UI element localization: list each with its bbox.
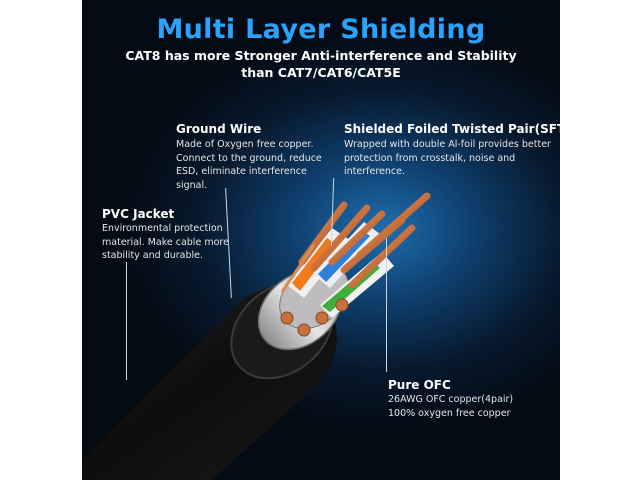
sftp-desc-line: protection from crosstalk, noise and: [344, 152, 516, 164]
page-title: Multi Layer Shielding: [156, 14, 486, 45]
sftp-desc: Wrapped with double Al-foil provides bet…: [344, 138, 551, 179]
ofc-desc-line: 100% oxygen free copper: [388, 407, 511, 419]
ground-wire-desc-line: Connect to the ground, reduce: [176, 152, 322, 164]
copper-cores-shape: [280, 298, 349, 337]
pure-ofc-desc: 26AWG OFC copper(4pair) 100% oxygen free…: [388, 393, 513, 420]
cable-illustration: [82, 192, 431, 480]
product-infographic: Multi Layer Shielding CAT8 has more Stro…: [82, 0, 560, 480]
pvc-callout-line: [126, 262, 127, 380]
pvc-desc-line: stability and durable.: [102, 250, 204, 261]
ofc-callout-line: [386, 238, 387, 372]
ground-wire-title: Ground Wire: [176, 122, 262, 136]
sftp-desc-line: Wrapped with double Al-foil provides bet…: [344, 139, 551, 150]
ground-wire-desc-line: signal.: [176, 179, 208, 191]
page-subtitle: CAT8 has more Stronger Anti-interference…: [82, 47, 560, 81]
pvc-desc-line: material. Make cable more: [102, 236, 229, 248]
ground-wire-desc-line: Made of Oxygen free copper.: [176, 139, 314, 150]
ground-wire-desc: Made of Oxygen free copper. Connect to t…: [176, 138, 322, 192]
subtitle-line-2: than CAT7/CAT6/CAT5E: [241, 65, 401, 80]
sftp-desc-line: interference.: [344, 166, 405, 177]
sftp-title: Shielded Foiled Twisted Pair(SFTP): [344, 122, 560, 136]
ground-wire-desc-line: ESD, eliminate interference: [176, 166, 307, 177]
pure-ofc-title: Pure OFC: [388, 378, 451, 392]
subtitle-line-1: CAT8 has more Stronger Anti-interference…: [125, 48, 517, 63]
ground-wire-shape: [280, 244, 316, 293]
pvc-jacket-title: PVC Jacket: [102, 207, 175, 221]
ofc-desc-line: 26AWG OFC copper(4pair): [388, 394, 514, 405]
pvc-jacket-desc: Environmental protection material. Make …: [102, 222, 229, 263]
pvc-desc-line: Environmental protection: [102, 223, 223, 234]
